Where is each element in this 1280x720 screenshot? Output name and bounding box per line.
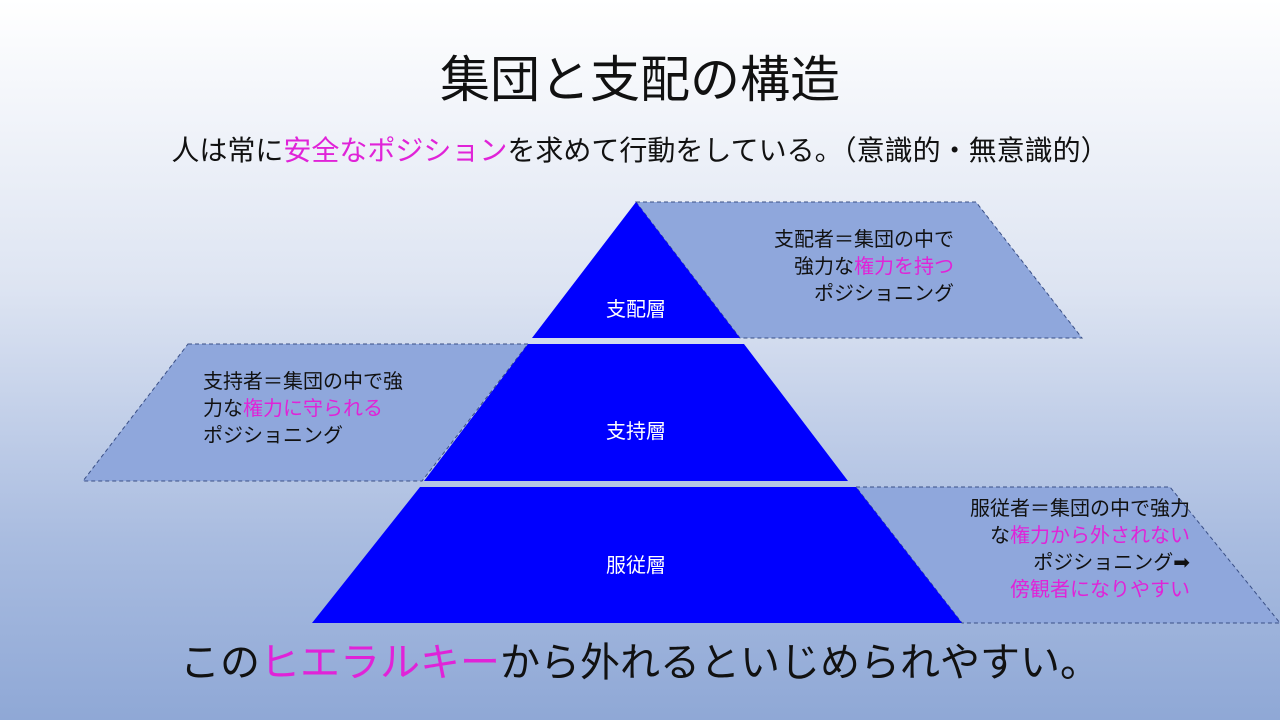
note-text: 強力な: [794, 254, 854, 278]
top-layer-note: 支配者＝集団の中で強力な権力を持つポジショニング: [774, 226, 954, 307]
note-text: ポジショニング: [203, 423, 343, 447]
note-text: 力な: [203, 396, 243, 420]
note-text: ポジショニング➡: [1033, 550, 1190, 574]
middle-layer-label: 支持層: [606, 419, 666, 443]
middle-note-line: 支持者＝集団の中で強: [203, 368, 403, 395]
note-text: な: [990, 523, 1010, 547]
footer-statement: このヒエラルキーから外れるといじめられやすい。: [0, 636, 1280, 690]
note-text: ポジショニング: [814, 281, 954, 305]
footer-highlight: ヒエラルキー: [260, 640, 500, 686]
middle-note-line: ポジショニング: [203, 422, 403, 449]
bottom-note-line: な権力から外されない: [970, 522, 1190, 549]
subtitle-text: 人は常に: [171, 134, 284, 167]
bottom-note-line: 服従者＝集団の中で強力: [970, 495, 1190, 522]
bottom-layer-label: 服従層: [606, 553, 666, 577]
note-text: 支持者＝集団の中で強: [203, 369, 403, 393]
footer-text: この: [180, 640, 260, 686]
subtitle-highlight: 安全なポジション: [283, 134, 508, 167]
subtitle-text-rest: を求めて行動をしている。（意識的・無意識的）: [507, 134, 1109, 167]
bottom-note-line: ポジショニング➡: [970, 549, 1190, 576]
top-note-line: 強力な権力を持つ: [774, 253, 954, 280]
page-title: 集団と支配の構造: [440, 51, 840, 109]
note-text: 支配者＝集団の中で: [774, 227, 954, 251]
subtitle: 人は常に安全なポジションを求めて行動をしている。（意識的・無意識的）: [0, 133, 1280, 169]
bottom-note-line: 傍観者になりやすい: [970, 576, 1190, 603]
middle-layer-note: 支持者＝集団の中で強力な権力に守られるポジショニング: [203, 368, 403, 449]
note-highlight: 傍観者になりやすい: [1010, 577, 1190, 601]
top-note-line: 支配者＝集団の中で: [774, 226, 954, 253]
top-pyramid-layer: [532, 202, 740, 338]
note-highlight: 権力から外されない: [1010, 523, 1190, 547]
note-highlight: 権力を持つ: [854, 254, 954, 278]
top-layer-label: 支配層: [606, 297, 666, 321]
bottom-note-panel: [854, 486, 1280, 624]
middle-note-panel: [81, 343, 530, 482]
top-note-line: ポジショニング: [774, 280, 954, 307]
note-highlight: 権力に守られる: [243, 396, 383, 420]
bottom-layer-note: 服従者＝集団の中で強力な権力から外されないポジショニング➡傍観者になりやすい: [970, 495, 1190, 603]
middle-note-line: 力な権力に守られる: [203, 395, 403, 422]
note-text: 服従者＝集団の中で強力: [970, 496, 1190, 520]
middle-pyramid-layer: [424, 344, 848, 481]
bottom-pyramid-layer: [312, 487, 962, 623]
footer-text-rest: から外れるといじめられやすい。: [500, 640, 1100, 686]
